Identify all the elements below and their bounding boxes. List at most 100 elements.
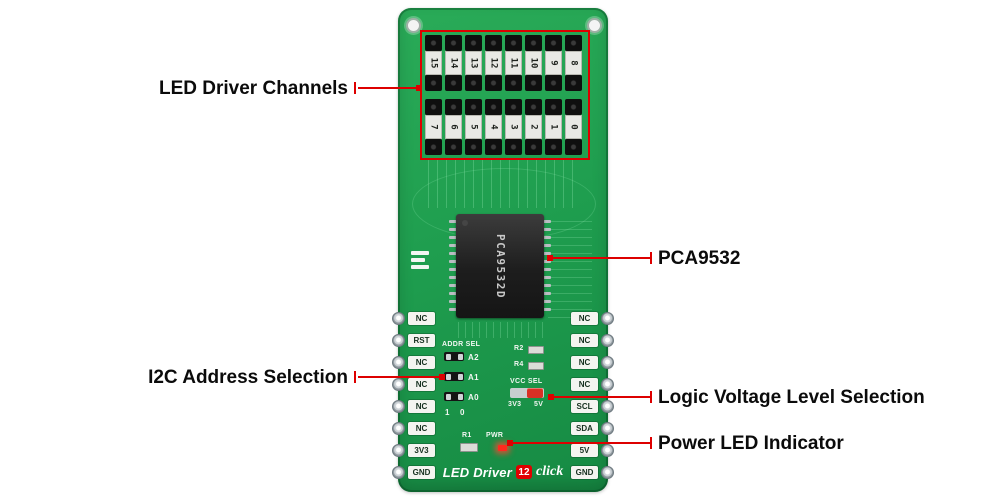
pin-row-left: NC xyxy=(392,421,435,435)
ic-pin xyxy=(543,236,551,239)
ic-pin xyxy=(543,292,551,295)
pcb-traces xyxy=(458,322,546,338)
callout-line xyxy=(551,257,650,259)
pin-row-left: 3V3 xyxy=(392,443,435,457)
channel-number: 7 xyxy=(428,124,439,130)
channel-10: 10 xyxy=(525,35,542,91)
r1-resistor xyxy=(460,443,478,452)
channel-number: 5 xyxy=(468,124,479,130)
pin-row-right: SDA xyxy=(571,421,614,435)
channel-14: 14 xyxy=(445,35,462,91)
ic-pin xyxy=(543,268,551,271)
mounting-hole xyxy=(406,18,421,33)
jumper-a1 xyxy=(444,372,464,381)
ic-pin xyxy=(543,284,551,287)
ic-pin xyxy=(449,300,457,303)
jumper-a1-label: A1 xyxy=(468,373,479,382)
channel-number: 10 xyxy=(528,57,539,69)
vcc-option-5v: 5V xyxy=(534,401,544,408)
callout-marker xyxy=(507,440,513,446)
ic-pin xyxy=(543,220,551,223)
ic-pin xyxy=(449,268,457,271)
r4-resistor xyxy=(528,362,544,370)
pin-pad xyxy=(392,333,405,347)
channel-number: 2 xyxy=(528,124,539,130)
vcc-sel-shunt xyxy=(527,388,543,398)
channel-number: 12 xyxy=(488,57,499,69)
pin-pad xyxy=(601,311,614,325)
channel-4: 4 xyxy=(485,99,502,155)
callout-tick xyxy=(650,391,652,403)
pin-label: SCL xyxy=(571,399,598,413)
ic-pin xyxy=(543,260,551,263)
pin-row-right: SCL xyxy=(571,399,614,413)
ic-pin xyxy=(543,228,551,231)
callout-tick xyxy=(650,437,652,449)
pin-pad xyxy=(392,465,405,479)
ic-marking-text: PCA9532D xyxy=(493,233,507,299)
pca9532-ic: PCA9532D xyxy=(456,214,544,318)
channel-9: 9 xyxy=(545,35,562,91)
jumper-a2 xyxy=(444,352,464,361)
pin-pad xyxy=(601,355,614,369)
ic-pin xyxy=(449,244,457,247)
jumper-a2-label: A2 xyxy=(468,353,479,362)
ic-pin xyxy=(543,252,551,255)
pin-pad xyxy=(601,377,614,391)
pin-row-left: NC xyxy=(392,311,435,325)
channel-number: 14 xyxy=(448,57,459,69)
pin-row-right: NC xyxy=(571,311,614,325)
pin-row-right: GND xyxy=(571,465,614,479)
channel-number: 11 xyxy=(508,57,519,69)
channel-8: 8 xyxy=(565,35,582,91)
vcc-sel-jumper xyxy=(510,388,544,398)
callout-line xyxy=(358,87,418,89)
pcb-board: 15 14 13 12 11 10 9 8 7 6 5 4 3 2 1 0 xyxy=(392,8,614,492)
channel-number: 3 xyxy=(508,124,519,130)
callout-power-led-indicator: Power LED Indicator xyxy=(658,433,844,454)
ic-pin xyxy=(449,220,457,223)
addr-sel-title: ADDR SEL xyxy=(442,341,481,348)
channel-number: 15 xyxy=(428,57,439,69)
power-led xyxy=(498,445,507,451)
ic-pin xyxy=(449,260,457,263)
channel-header-row-bottom: 7 6 5 4 3 2 1 0 xyxy=(425,99,583,155)
pin-label: NC xyxy=(571,311,598,325)
board-logo-click: click xyxy=(535,464,564,479)
pin-label: NC xyxy=(571,377,598,391)
callout-led-driver-channels: LED Driver Channels xyxy=(159,78,348,99)
pin-row-left: NC xyxy=(392,355,435,369)
pin-label: NC xyxy=(408,399,435,413)
vcc-option-3v3: 3V3 xyxy=(508,401,522,408)
addr-scale-1: 1 xyxy=(445,408,450,417)
callout-logic-voltage-level-selection: Logic Voltage Level Selection xyxy=(658,387,925,408)
board-logo: LED Driver 12 click xyxy=(398,464,608,480)
callout-line xyxy=(511,442,650,444)
channel-number: 4 xyxy=(488,124,499,130)
channels-highlight-box xyxy=(420,30,590,160)
pin-label: 5V xyxy=(571,443,598,457)
channel-5: 5 xyxy=(465,99,482,155)
callout-i2c-address-selection: I2C Address Selection xyxy=(148,367,348,388)
pin-row-right: NC xyxy=(571,333,614,347)
pin-row-left: NC xyxy=(392,377,435,391)
pin-row-left: GND xyxy=(392,465,435,479)
pin-label: NC xyxy=(571,355,598,369)
channel-6: 6 xyxy=(445,99,462,155)
ic-pin1-dot xyxy=(462,220,468,226)
channel-1: 1 xyxy=(545,99,562,155)
callout-pca9532: PCA9532 xyxy=(658,248,741,269)
pin-pad xyxy=(392,377,405,391)
mounting-hole xyxy=(587,18,602,33)
pin-label: NC xyxy=(408,377,435,391)
ic-pin xyxy=(449,292,457,295)
pin-row-right: NC xyxy=(571,377,614,391)
pin-label: RST xyxy=(408,333,435,347)
channel-12: 12 xyxy=(485,35,502,91)
addr-scale-0: 0 xyxy=(460,408,465,417)
ic-pin xyxy=(449,308,457,311)
jumper-a0-label: A0 xyxy=(468,393,479,402)
pin-pad xyxy=(392,311,405,325)
pin-row-left: RST xyxy=(392,333,435,347)
